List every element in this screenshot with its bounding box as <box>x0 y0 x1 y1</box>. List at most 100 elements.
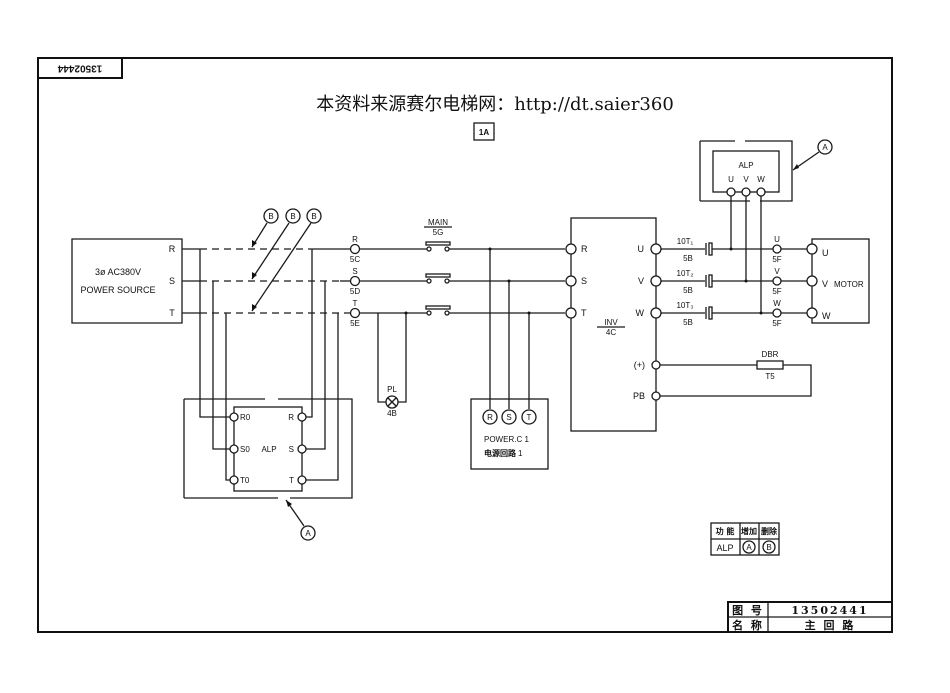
terminal-5e-name: T <box>353 299 358 308</box>
ol-2-name: 10T₂ <box>677 269 694 278</box>
alp-bottom-terminal-r0 <box>229 412 239 422</box>
pl-wire-right <box>398 313 407 403</box>
inv-input-s <box>565 275 577 287</box>
ol-1-name: 10T₁ <box>677 237 694 246</box>
wire-t <box>306 313 339 481</box>
power-c-label-cn-num: 1 <box>518 449 523 458</box>
marker-a-top: A <box>822 143 828 152</box>
legend-table: 功 能 增加 删除 ALP A B <box>710 522 780 556</box>
marker-b-3-arrow <box>251 222 312 312</box>
ol-3-name: 10T₃ <box>676 301 693 310</box>
power-c-label-cn: 电源回路 <box>484 448 517 458</box>
power-source-terminal-s: S <box>169 276 175 286</box>
power-c-terminal-s-label: S <box>506 413 511 422</box>
pl-junction <box>404 311 408 315</box>
watermark-text: 本资料来源赛尔电梯网：http://dt.saier360 <box>316 94 674 115</box>
inv-pb-label: PB <box>633 391 645 401</box>
inverter: R S T U V W INV 4C (+) PB <box>565 217 662 432</box>
main-contact-r-bar <box>425 241 451 246</box>
alp-bottom-terminal-s <box>297 444 307 454</box>
alp-bottom-terminal-s0 <box>229 444 239 454</box>
motor-terminal-u-label: U <box>822 248 829 258</box>
power-source: 3ø AC380V POWER SOURCE R S T <box>71 238 183 324</box>
ol-1-ref: 5B <box>683 254 693 263</box>
alp-top-terminal-u <box>726 187 736 197</box>
dbr-wire-return <box>660 364 812 397</box>
alp-bottom-t0-label: T0 <box>240 476 250 485</box>
dbr-ref: T5 <box>765 372 775 381</box>
marker-a-top-circle <box>817 139 833 155</box>
marker-b-1: B <box>268 212 273 221</box>
terminal-5f-v <box>772 276 782 286</box>
alp-top-name: ALP <box>738 161 753 170</box>
main-contact-t-left <box>426 310 432 316</box>
power-source-box <box>71 238 183 324</box>
pl-wire-left <box>377 313 386 403</box>
terminal-5c-name: R <box>352 235 358 244</box>
alp-top-inner-box <box>712 150 780 193</box>
power-source-terminal-r: R <box>169 244 176 254</box>
motor-terminal-v-label: V <box>822 279 828 289</box>
dbr-symbol <box>756 360 784 370</box>
motor-name: MOTOR <box>834 280 864 289</box>
main-contact-s-bar <box>425 273 451 278</box>
main-contact-r-left <box>426 246 432 252</box>
legend-marker-a-circle <box>742 540 756 554</box>
marker-b-2-arrowhead <box>252 272 257 279</box>
alp-bottom-terminal-r <box>297 412 307 422</box>
motor-terminal-v <box>806 275 818 287</box>
marker-b-2: B <box>290 212 295 221</box>
power-c-terminal-t-label: T <box>527 413 532 422</box>
alp-top-w: W <box>757 175 765 184</box>
power-c-terminal-t <box>521 409 537 425</box>
alp-bottom-name: ALP <box>261 445 276 454</box>
alp-top-junction-v <box>744 279 748 283</box>
legend-header-add: 增加 <box>741 526 757 536</box>
terminal-5d-ref: 5D <box>350 287 360 296</box>
inverter-name: INV <box>604 318 618 327</box>
alp-top-v: V <box>743 175 749 184</box>
main-contact-t-bar <box>425 305 451 310</box>
alp-bottom-terminal-t <box>297 475 307 485</box>
motor-terminal-w <box>806 307 818 319</box>
ol-2-plate-b <box>708 274 713 288</box>
ol-3-plate-b <box>708 306 713 320</box>
alp-output-module: ALP U V W A <box>699 139 833 315</box>
legend-marker-b-circle <box>762 540 776 554</box>
drawing-number-frame <box>37 57 123 79</box>
sheet-tag: 1A <box>479 128 489 137</box>
main-contact-s-left <box>426 278 432 284</box>
alp-top-terminal-w <box>756 187 766 197</box>
power-c-terminal-s <box>501 409 517 425</box>
output-lines: 10T₁ 5B 10T₂ 5B 10T₃ 5B U 5F V 5F W 5F <box>661 235 807 328</box>
inverter-box <box>570 217 657 432</box>
marker-b-1-circle <box>263 208 279 224</box>
terminal-5f-v-name: V <box>774 267 780 276</box>
drawing-number-box: 13502444 <box>37 57 123 79</box>
marker-a-bottom-arrowhead <box>286 500 292 507</box>
inverter-ref: 4C <box>606 328 616 337</box>
inv-plus-terminal <box>651 360 661 370</box>
inv-input-r-label: R <box>581 244 588 254</box>
alp-top-outer-box <box>700 140 793 202</box>
ol-3-ref: 5B <box>683 318 693 327</box>
alp-top-junction-w <box>759 311 763 315</box>
terminal-5c-ref: 5C <box>350 255 360 264</box>
terminal-5f-u-name: U <box>774 235 780 244</box>
alp-top-junction-u <box>729 247 733 251</box>
alp-top-u: U <box>728 175 734 184</box>
power-source-title-2: POWER SOURCE <box>80 285 155 295</box>
power-c-junction-s <box>507 279 511 283</box>
terminal-5f-w-ref: 5F <box>772 319 781 328</box>
terminal-5f-v-ref: 5F <box>772 287 781 296</box>
drawing-frame <box>37 57 893 633</box>
inv-input-t <box>565 307 577 319</box>
terminal-5f-u-ref: 5F <box>772 255 781 264</box>
terminal-5e-ref: 5E <box>350 319 360 328</box>
inv-output-v-label: V <box>638 276 644 286</box>
motor-terminal-u <box>806 243 818 255</box>
pilot-lamp-name: PL <box>387 385 397 394</box>
inv-plus-label: (+) <box>634 360 645 370</box>
marker-b-2-arrow <box>251 222 290 280</box>
